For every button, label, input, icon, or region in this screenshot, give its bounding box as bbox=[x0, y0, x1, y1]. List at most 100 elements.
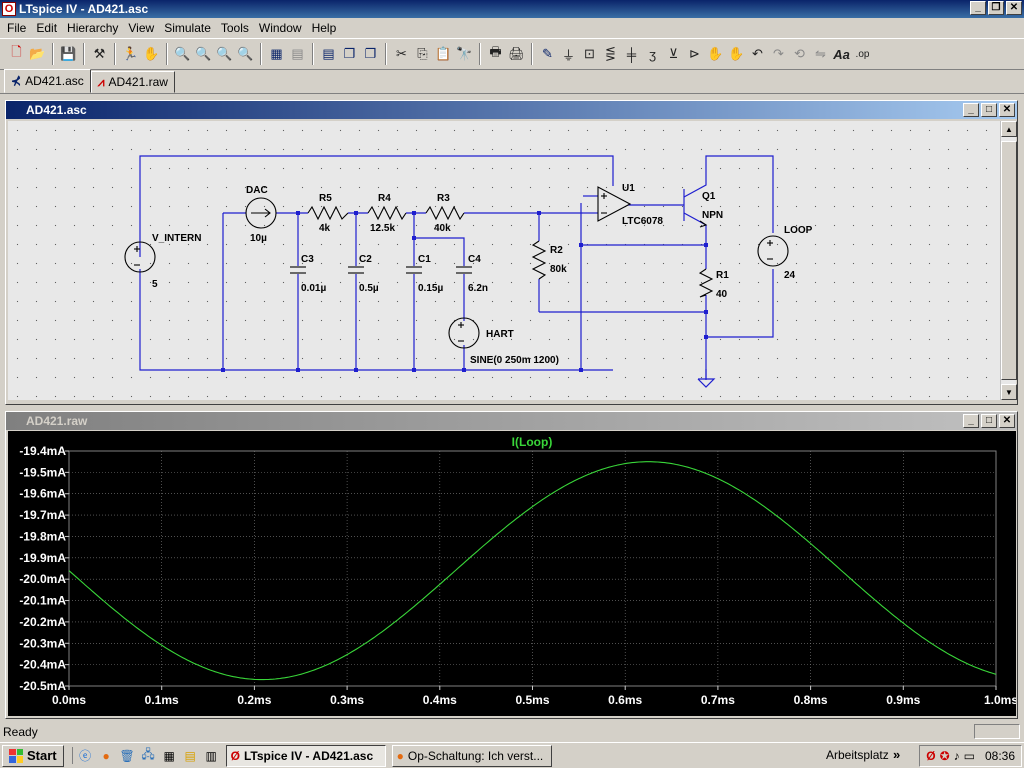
halt-icon[interactable]: ✋ bbox=[143, 46, 160, 61]
ltspice-app-icon[interactable]: O bbox=[2, 2, 16, 16]
tile-icon[interactable]: ▤ bbox=[322, 46, 335, 61]
notepad-icon[interactable]: ▥ bbox=[205, 748, 217, 763]
resistor-icon[interactable]: ⋚ bbox=[605, 46, 616, 61]
minimize-button[interactable]: _ bbox=[963, 103, 979, 117]
menu-hierarchy[interactable]: Hierarchy bbox=[67, 21, 119, 35]
start-button[interactable]: Start bbox=[2, 744, 64, 767]
cascade-icon[interactable]: ❐ bbox=[343, 46, 356, 61]
maximize-button[interactable]: ❐ bbox=[988, 1, 1004, 15]
schematic-window-titlebar[interactable]: AD421.asc _ □ ✕ bbox=[6, 101, 1017, 119]
waveform-plot[interactable]: I(Loop) -19.4mA-19.5mA-19.6mA-19.7mA-19.… bbox=[8, 431, 1016, 716]
label-icon[interactable]: ⊡ bbox=[584, 46, 595, 61]
c3-label: C3 bbox=[301, 254, 314, 265]
task-firefox[interactable]: ● Op-Schaltung: Ich verst... bbox=[391, 744, 552, 767]
schematic-scrollbar[interactable]: ▲ ▼ bbox=[1000, 121, 1017, 400]
close-all-icon[interactable]: ❐ bbox=[364, 46, 377, 61]
delete-trace-icon[interactable]: ▤ bbox=[291, 46, 304, 61]
wire-icon[interactable]: ✎ bbox=[542, 46, 553, 61]
status-panel bbox=[974, 724, 1020, 739]
scroll-up-button[interactable]: ▲ bbox=[1001, 121, 1017, 137]
mirror-icon[interactable]: ⇋ bbox=[815, 46, 826, 61]
paste-icon[interactable]: 📋 bbox=[435, 46, 452, 61]
desktop-toolbar-label[interactable]: Arbeitsplatz bbox=[826, 748, 889, 762]
zoom-in-icon[interactable]: 🔍 bbox=[174, 46, 191, 61]
y-tick-label: -19.8mA bbox=[19, 529, 66, 543]
find-icon[interactable]: 🔭 bbox=[456, 46, 473, 61]
waveform-window-titlebar[interactable]: AD421.raw _ □ ✕ bbox=[6, 412, 1017, 430]
control-panel-icon[interactable]: ⚒ bbox=[93, 46, 106, 61]
menu-file[interactable]: File bbox=[7, 21, 27, 35]
autorange-icon[interactable]: ▦ bbox=[270, 46, 283, 61]
zoom-out-icon[interactable]: 🔍 bbox=[216, 46, 233, 61]
inductor-icon[interactable]: ʒ bbox=[648, 46, 657, 62]
minimize-button[interactable]: _ bbox=[963, 414, 979, 428]
toolbar-separator bbox=[312, 43, 314, 65]
network-icon[interactable]: 🖧 bbox=[141, 747, 155, 761]
cut-icon[interactable]: ✂ bbox=[396, 46, 407, 61]
zoom-fit-icon[interactable]: 🔍 bbox=[237, 46, 254, 61]
hart-source[interactable] bbox=[448, 317, 480, 349]
tray-network-icon[interactable]: ▭ bbox=[963, 749, 975, 763]
text-icon[interactable]: Aa bbox=[833, 46, 850, 62]
r4-resistor[interactable] bbox=[367, 205, 407, 221]
undo-icon[interactable]: ↶ bbox=[752, 46, 763, 61]
u1-opamp[interactable] bbox=[597, 186, 632, 222]
menu-simulate[interactable]: Simulate bbox=[164, 21, 211, 35]
schematic-icon: ⊀ bbox=[11, 74, 22, 88]
tab-schematic[interactable]: ⊀ AD421.asc bbox=[4, 69, 91, 93]
loop-source[interactable] bbox=[757, 235, 789, 267]
zoom-pan-icon[interactable]: 🔍 bbox=[195, 46, 212, 61]
menu-edit[interactable]: Edit bbox=[36, 21, 58, 35]
tab-waveform[interactable]: ⩘ AD421.raw bbox=[90, 71, 175, 93]
calculator-icon[interactable]: ▦ bbox=[163, 748, 175, 763]
run-icon[interactable]: 🏃 bbox=[122, 46, 139, 61]
toolbar-separator bbox=[479, 43, 481, 65]
r2-resistor[interactable] bbox=[531, 240, 547, 280]
print-icon[interactable]: 🖨 bbox=[508, 46, 525, 61]
move-icon[interactable]: ✋ bbox=[707, 46, 724, 61]
close-button[interactable]: ✕ bbox=[999, 414, 1015, 428]
schematic-canvas[interactable]: DAC 10µ V_INTERN 5 R5 4k R4 12.5k R3 40k… bbox=[8, 121, 1000, 400]
ground-icon[interactable]: ⏚ bbox=[561, 47, 575, 63]
component-icon[interactable]: ⊳ bbox=[689, 46, 700, 61]
save-icon[interactable]: 💾 bbox=[60, 46, 77, 61]
r1-resistor[interactable] bbox=[698, 268, 714, 298]
ie-icon[interactable]: ⓔ bbox=[79, 749, 92, 763]
task-ltspice[interactable]: Ø LTspice IV - AD421.asc bbox=[225, 744, 386, 767]
close-button[interactable]: ✕ bbox=[1006, 1, 1022, 15]
trace-name[interactable]: I(Loop) bbox=[512, 435, 553, 449]
maximize-button[interactable]: □ bbox=[981, 414, 997, 428]
scroll-thumb[interactable] bbox=[1001, 141, 1017, 380]
r3-resistor[interactable] bbox=[425, 205, 465, 221]
copy-icon[interactable]: ⎘ bbox=[417, 46, 428, 61]
minimize-button[interactable]: _ bbox=[970, 1, 986, 15]
maximize-button[interactable]: □ bbox=[981, 103, 997, 117]
new-schematic-icon[interactable]: 🗋 bbox=[11, 44, 22, 59]
r5-resistor[interactable] bbox=[307, 205, 349, 221]
menu-help[interactable]: Help bbox=[311, 21, 337, 35]
v-intern-source[interactable] bbox=[124, 241, 156, 273]
drag-icon[interactable]: ✋ bbox=[728, 46, 745, 61]
spice-directive-icon[interactable]: .op bbox=[855, 48, 870, 60]
print-preview-icon[interactable]: 🖶 bbox=[489, 44, 502, 59]
c2-label: C2 bbox=[359, 254, 372, 265]
tray-volume-icon[interactable]: ♪ bbox=[953, 749, 960, 763]
diode-icon[interactable]: ⊻ bbox=[668, 46, 679, 61]
capacitor-icon[interactable]: ╪ bbox=[626, 46, 637, 62]
u1-value: LTC6078 bbox=[622, 216, 663, 227]
rotate-icon[interactable]: ⟲ bbox=[794, 46, 805, 61]
menu-tools[interactable]: Tools bbox=[220, 21, 249, 35]
tray-app-icon[interactable]: Ø bbox=[926, 749, 936, 763]
close-button[interactable]: ✕ bbox=[999, 103, 1015, 117]
tray-security-icon[interactable]: ✪ bbox=[939, 749, 950, 763]
folder-icon[interactable]: ▤ bbox=[184, 748, 196, 763]
toolbar-expand-icon[interactable]: » bbox=[893, 747, 901, 762]
menu-window[interactable]: Window bbox=[258, 21, 302, 35]
redo-icon[interactable]: ↷ bbox=[773, 46, 784, 61]
firefox-icon[interactable]: ● bbox=[102, 748, 110, 763]
menu-view[interactable]: View bbox=[128, 21, 155, 35]
trash-icon[interactable]: 🗑 bbox=[119, 748, 135, 763]
scroll-down-button[interactable]: ▼ bbox=[1001, 384, 1017, 400]
open-icon[interactable]: 📂 bbox=[29, 46, 46, 61]
dac-current-source[interactable] bbox=[245, 197, 277, 229]
